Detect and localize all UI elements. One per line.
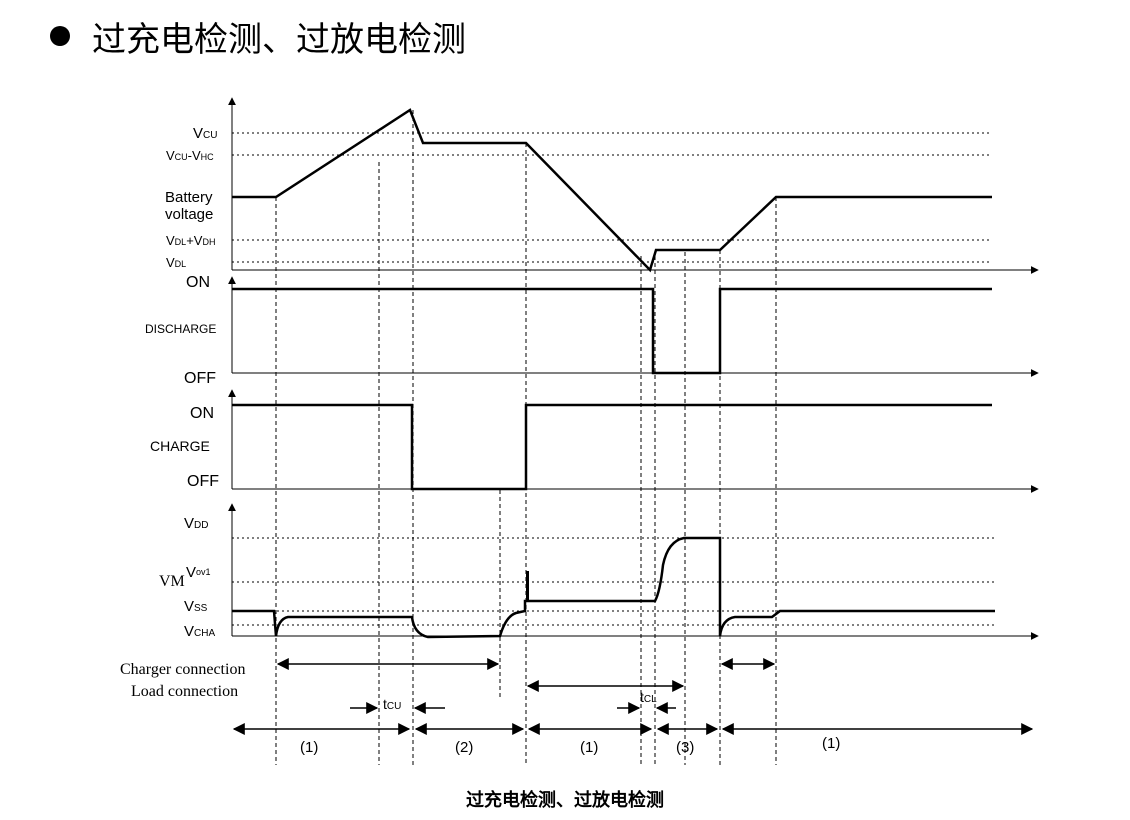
- battery-label: Battery: [165, 189, 213, 206]
- discharge-off-label: OFF: [184, 370, 216, 387]
- bullet-icon: [50, 26, 70, 46]
- state-label-5: (1): [822, 735, 840, 752]
- battery-voltage-trace: [232, 108, 992, 273]
- vdd-label: VDD: [184, 515, 208, 532]
- state-label-1: (1): [300, 739, 318, 756]
- state-label-4: (3): [676, 739, 694, 756]
- figure-caption: 过充电检测、过放电检测: [466, 790, 664, 811]
- state-label-3: (1): [580, 739, 598, 756]
- page-title: 过充电检测、过放电检测: [50, 12, 466, 60]
- charge-trace: [232, 403, 992, 491]
- vm-panel: VDD VM Vov1 VSS VCHA: [159, 503, 1039, 640]
- discharge-on-label: ON: [186, 274, 210, 291]
- vm-label: VM: [159, 573, 185, 590]
- vm-trace: [232, 536, 995, 639]
- charge-panel: ON CHARGE OFF: [150, 389, 1039, 493]
- tcu-label: tCU: [383, 696, 401, 712]
- charger-connection-label: Charger connection: [120, 661, 245, 678]
- vcu-label: VCU: [193, 125, 217, 142]
- tcl-label: tCL: [640, 689, 657, 705]
- load-connection-label: Load connection: [131, 683, 238, 700]
- battery-voltage-panel: VCU VCU-VHC Battery voltage VDL+VDH VDL: [165, 97, 1039, 274]
- state-segments: (1) (2) (1) (3) (1): [232, 723, 1034, 756]
- discharge-trace: [232, 287, 992, 375]
- vss-label: VSS: [184, 598, 208, 615]
- voltage-label: voltage: [165, 206, 213, 223]
- state-label-2: (2): [455, 739, 473, 756]
- charge-name-label: CHARGE: [150, 438, 210, 454]
- vdl-label: VDL: [166, 255, 186, 270]
- vcha-label: VCHA: [184, 623, 215, 640]
- discharge-panel: ON DISCHARGE OFF: [145, 274, 1039, 387]
- vdl-vdh-label: VDL+VDH: [166, 233, 215, 248]
- charge-off-label: OFF: [187, 473, 219, 490]
- vm-spike: [526, 571, 529, 601]
- vcu-vhc-label: VCU-VHC: [166, 148, 214, 163]
- vov1-label: Vov1: [186, 564, 211, 581]
- timing-guides: [275, 110, 777, 765]
- delay-indicators: tCU tCL: [350, 689, 676, 714]
- page-title-text: 过充电检测、过放电检测: [92, 19, 466, 60]
- discharge-name-label: DISCHARGE: [145, 322, 216, 336]
- connection-arrows: Charger connection Load connection: [120, 658, 776, 700]
- charge-on-label: ON: [190, 405, 214, 422]
